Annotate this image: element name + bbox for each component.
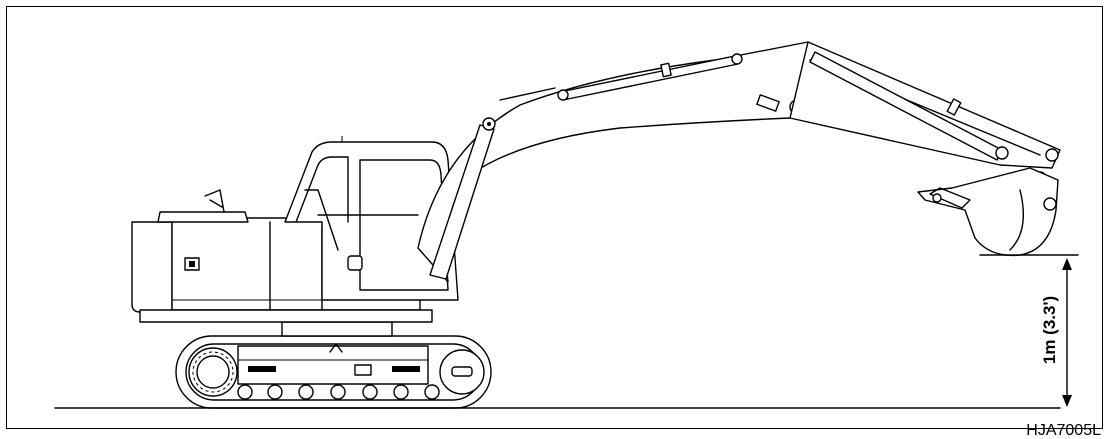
boom-cylinder — [429, 124, 495, 280]
height-dimension-label: 1m (3.3') — [1040, 296, 1059, 364]
arm — [789, 41, 1061, 185]
bucket — [917, 167, 1059, 257]
operator-cab — [284, 136, 459, 301]
idler-wheel — [439, 349, 485, 395]
track-rollers — [237, 384, 440, 400]
sprocket-wheel — [188, 347, 238, 397]
figure-code: HJA7005L — [1026, 422, 1101, 439]
height-dimension — [979, 254, 1079, 407]
figure-frame — [6, 6, 1103, 429]
upper-structure — [131, 136, 459, 323]
boom — [417, 41, 821, 283]
bucket-cylinder — [809, 51, 1003, 161]
track-assembly — [175, 321, 492, 409]
